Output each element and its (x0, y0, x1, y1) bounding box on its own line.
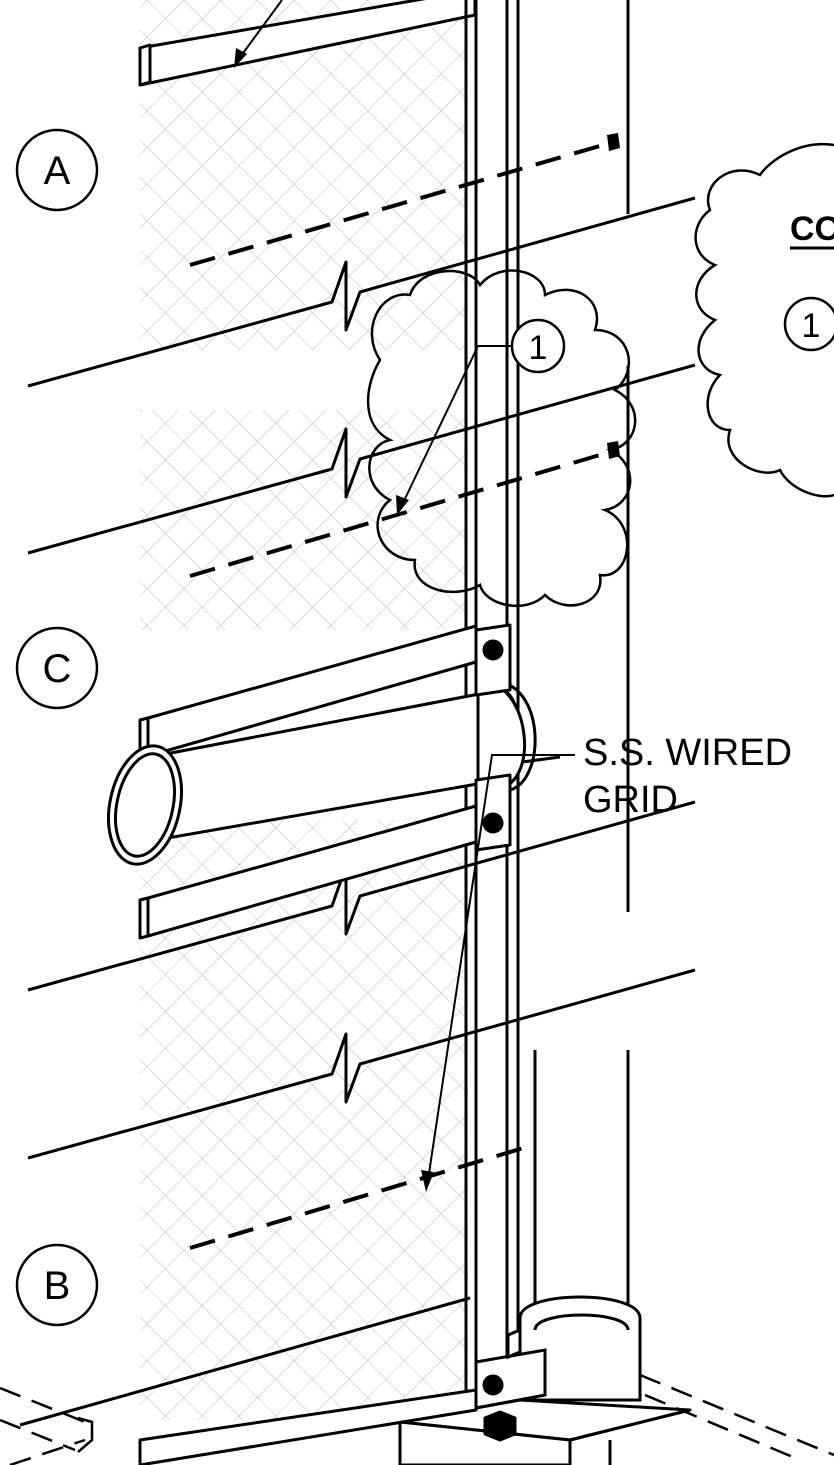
vertical-pipe (474, 1050, 642, 1410)
break-lines (19, 196, 696, 1427)
general-notes-heading: CO (790, 210, 834, 248)
section-marker-b-label: B (44, 1264, 71, 1308)
section-marker-a: A (15, 128, 99, 212)
section-marker-a-label: A (44, 149, 71, 193)
keynote-bubble: 1 (510, 318, 566, 374)
revision-cloud-right (694, 142, 834, 498)
keynote-bubble-number: 1 (529, 329, 548, 367)
keynote-legend-bubble: 1 (783, 296, 834, 352)
leader-arrowheads (234, 48, 434, 1192)
section-marker-b: B (15, 1243, 99, 1327)
revision-cloud-left (366, 269, 637, 608)
section-marker-c-label: C (43, 647, 72, 691)
pipe-clamp (474, 623, 537, 852)
callout-wired-grid-line2: GRID (583, 779, 678, 821)
callout-wired-grid-line1: S.S. WIRED (583, 732, 792, 774)
leader-lines (237, 0, 575, 1181)
section-marker-c: C (15, 626, 99, 710)
keynote-legend-number: 1 (802, 307, 821, 345)
top-strap-bar (138, 0, 477, 87)
anchor-heads (607, 133, 620, 1129)
base-plate (138, 1388, 692, 1465)
floor-dashed-lines (0, 1373, 834, 1465)
floor-edge-marker (77, 1416, 94, 1453)
